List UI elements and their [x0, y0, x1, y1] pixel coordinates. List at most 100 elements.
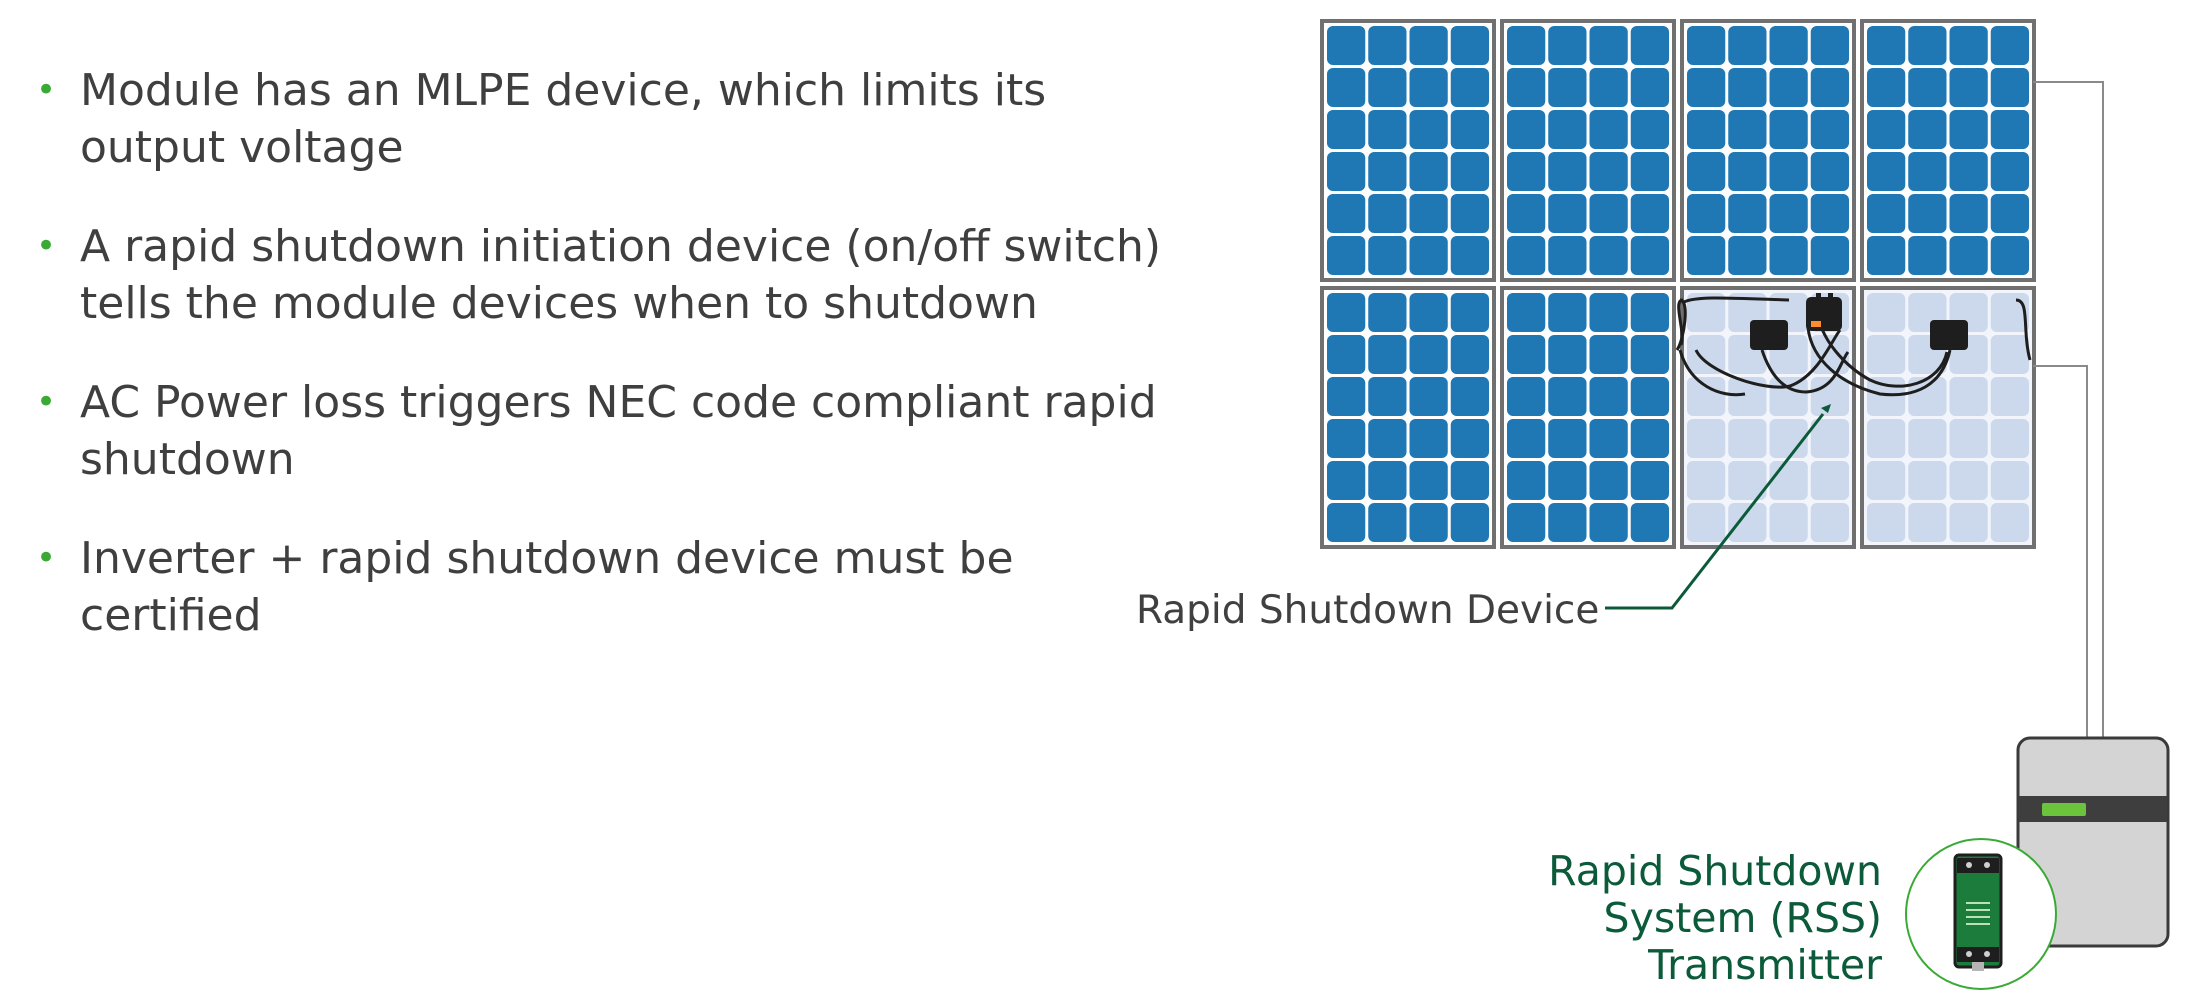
pv-cell	[1728, 110, 1767, 149]
pv-cell	[1687, 419, 1726, 458]
pv-cell	[1949, 110, 1988, 149]
bullet-text: Inverter + rapid shutdown device must be…	[80, 533, 1014, 641]
pv-cell	[1728, 461, 1767, 500]
pv-cell	[1450, 503, 1489, 542]
pv-cell	[1949, 377, 1988, 416]
pv-cell	[1507, 194, 1546, 233]
pv-cell	[1908, 26, 1947, 65]
pv-cell	[1450, 461, 1489, 500]
pv-cell	[1507, 293, 1546, 332]
pv-cell	[1327, 419, 1366, 458]
pv-cell	[1630, 152, 1669, 191]
pv-cell	[1810, 26, 1849, 65]
pv-cell	[1990, 152, 2029, 191]
pv-cell	[1769, 194, 1808, 233]
pv-cell	[1908, 236, 1947, 275]
pv-cell	[1728, 152, 1767, 191]
pv-cell	[1450, 194, 1489, 233]
pv-cell	[1368, 152, 1407, 191]
pv-cell	[1409, 110, 1448, 149]
pv-cell	[1548, 26, 1587, 65]
pv-cell	[1769, 419, 1808, 458]
pv-cell	[1687, 503, 1726, 542]
pv-cell	[1908, 461, 1947, 500]
solar-module-faded	[1860, 286, 2036, 549]
solar-module	[1860, 19, 2036, 282]
pv-cell	[1687, 461, 1726, 500]
pv-cell	[1409, 293, 1448, 332]
pv-cell	[1949, 461, 1988, 500]
wiring	[2033, 81, 2104, 738]
pv-cell	[1368, 26, 1407, 65]
pv-cell	[1409, 377, 1448, 416]
pv-cell	[1990, 110, 2029, 149]
pv-cell	[1450, 68, 1489, 107]
rss-label-line	[1966, 916, 1990, 918]
rss-terminal-block	[1957, 858, 1999, 873]
pv-cell	[1769, 26, 1808, 65]
bullet-dot-icon: •	[36, 70, 57, 110]
pv-cell	[1630, 419, 1669, 458]
pv-cell	[1867, 503, 1906, 542]
leader-line	[1605, 413, 1825, 610]
pv-cell	[1810, 461, 1849, 500]
leader-arrow-icon	[1821, 404, 1831, 413]
bullet-text: AC Power loss triggers NEC code complian…	[80, 377, 1157, 485]
pv-cell	[1687, 152, 1726, 191]
pv-cell	[1810, 503, 1849, 542]
pv-cell	[1810, 152, 1849, 191]
pv-cell	[1867, 68, 1906, 107]
pv-cell	[1687, 335, 1726, 374]
pv-cell	[1327, 293, 1366, 332]
pv-cell	[1450, 377, 1489, 416]
pv-cell	[1507, 377, 1546, 416]
junction-box-label	[1811, 321, 1821, 327]
device-cable	[1815, 305, 1949, 388]
rss-label-line	[1966, 902, 1990, 904]
device-cable	[1760, 349, 1850, 394]
pv-cell	[1949, 419, 1988, 458]
pv-cell	[1450, 152, 1489, 191]
pv-cell	[1589, 503, 1628, 542]
bullet-dot-icon: •	[36, 538, 57, 578]
pv-cell	[1630, 194, 1669, 233]
pv-cell	[1589, 419, 1628, 458]
pv-cell	[1630, 503, 1669, 542]
pv-cell	[1450, 335, 1489, 374]
pv-cell	[1728, 377, 1767, 416]
pv-cell	[1368, 236, 1407, 275]
rss-terminal-screw	[1984, 951, 1990, 957]
pv-cell	[1368, 194, 1407, 233]
pv-cell	[1630, 293, 1669, 332]
rss-mount-clip	[1972, 962, 1984, 971]
pv-cell	[1630, 110, 1669, 149]
pv-cell	[1728, 68, 1767, 107]
pv-cell	[1728, 26, 1767, 65]
pv-cell	[1949, 68, 1988, 107]
pv-cell	[1368, 68, 1407, 107]
pv-cell	[1327, 194, 1366, 233]
pv-cell	[1810, 68, 1849, 107]
solar-module	[1320, 19, 1496, 282]
pv-cell	[1548, 236, 1587, 275]
pv-cell	[1908, 503, 1947, 542]
pv-cell	[1589, 377, 1628, 416]
pv-cell	[1548, 335, 1587, 374]
pv-cell	[1507, 503, 1546, 542]
pv-cell	[1409, 236, 1448, 275]
pv-cell	[1867, 335, 1906, 374]
pv-cell	[1507, 236, 1546, 275]
bullet-item: •AC Power loss triggers NEC code complia…	[32, 374, 1202, 488]
pv-cell	[1548, 377, 1587, 416]
pv-cell	[1908, 377, 1947, 416]
junction-connector	[1816, 293, 1821, 299]
mlpe-device-box	[1930, 320, 1968, 350]
rss-terminal-screw	[1966, 951, 1972, 957]
bullet-text: A rapid shutdown initiation device (on/o…	[80, 221, 1162, 329]
pv-cell	[1409, 335, 1448, 374]
pv-cell	[1409, 419, 1448, 458]
pv-cell	[1687, 26, 1726, 65]
pv-cell	[1548, 419, 1587, 458]
pv-cell	[1687, 293, 1726, 332]
pv-cell	[1769, 503, 1808, 542]
